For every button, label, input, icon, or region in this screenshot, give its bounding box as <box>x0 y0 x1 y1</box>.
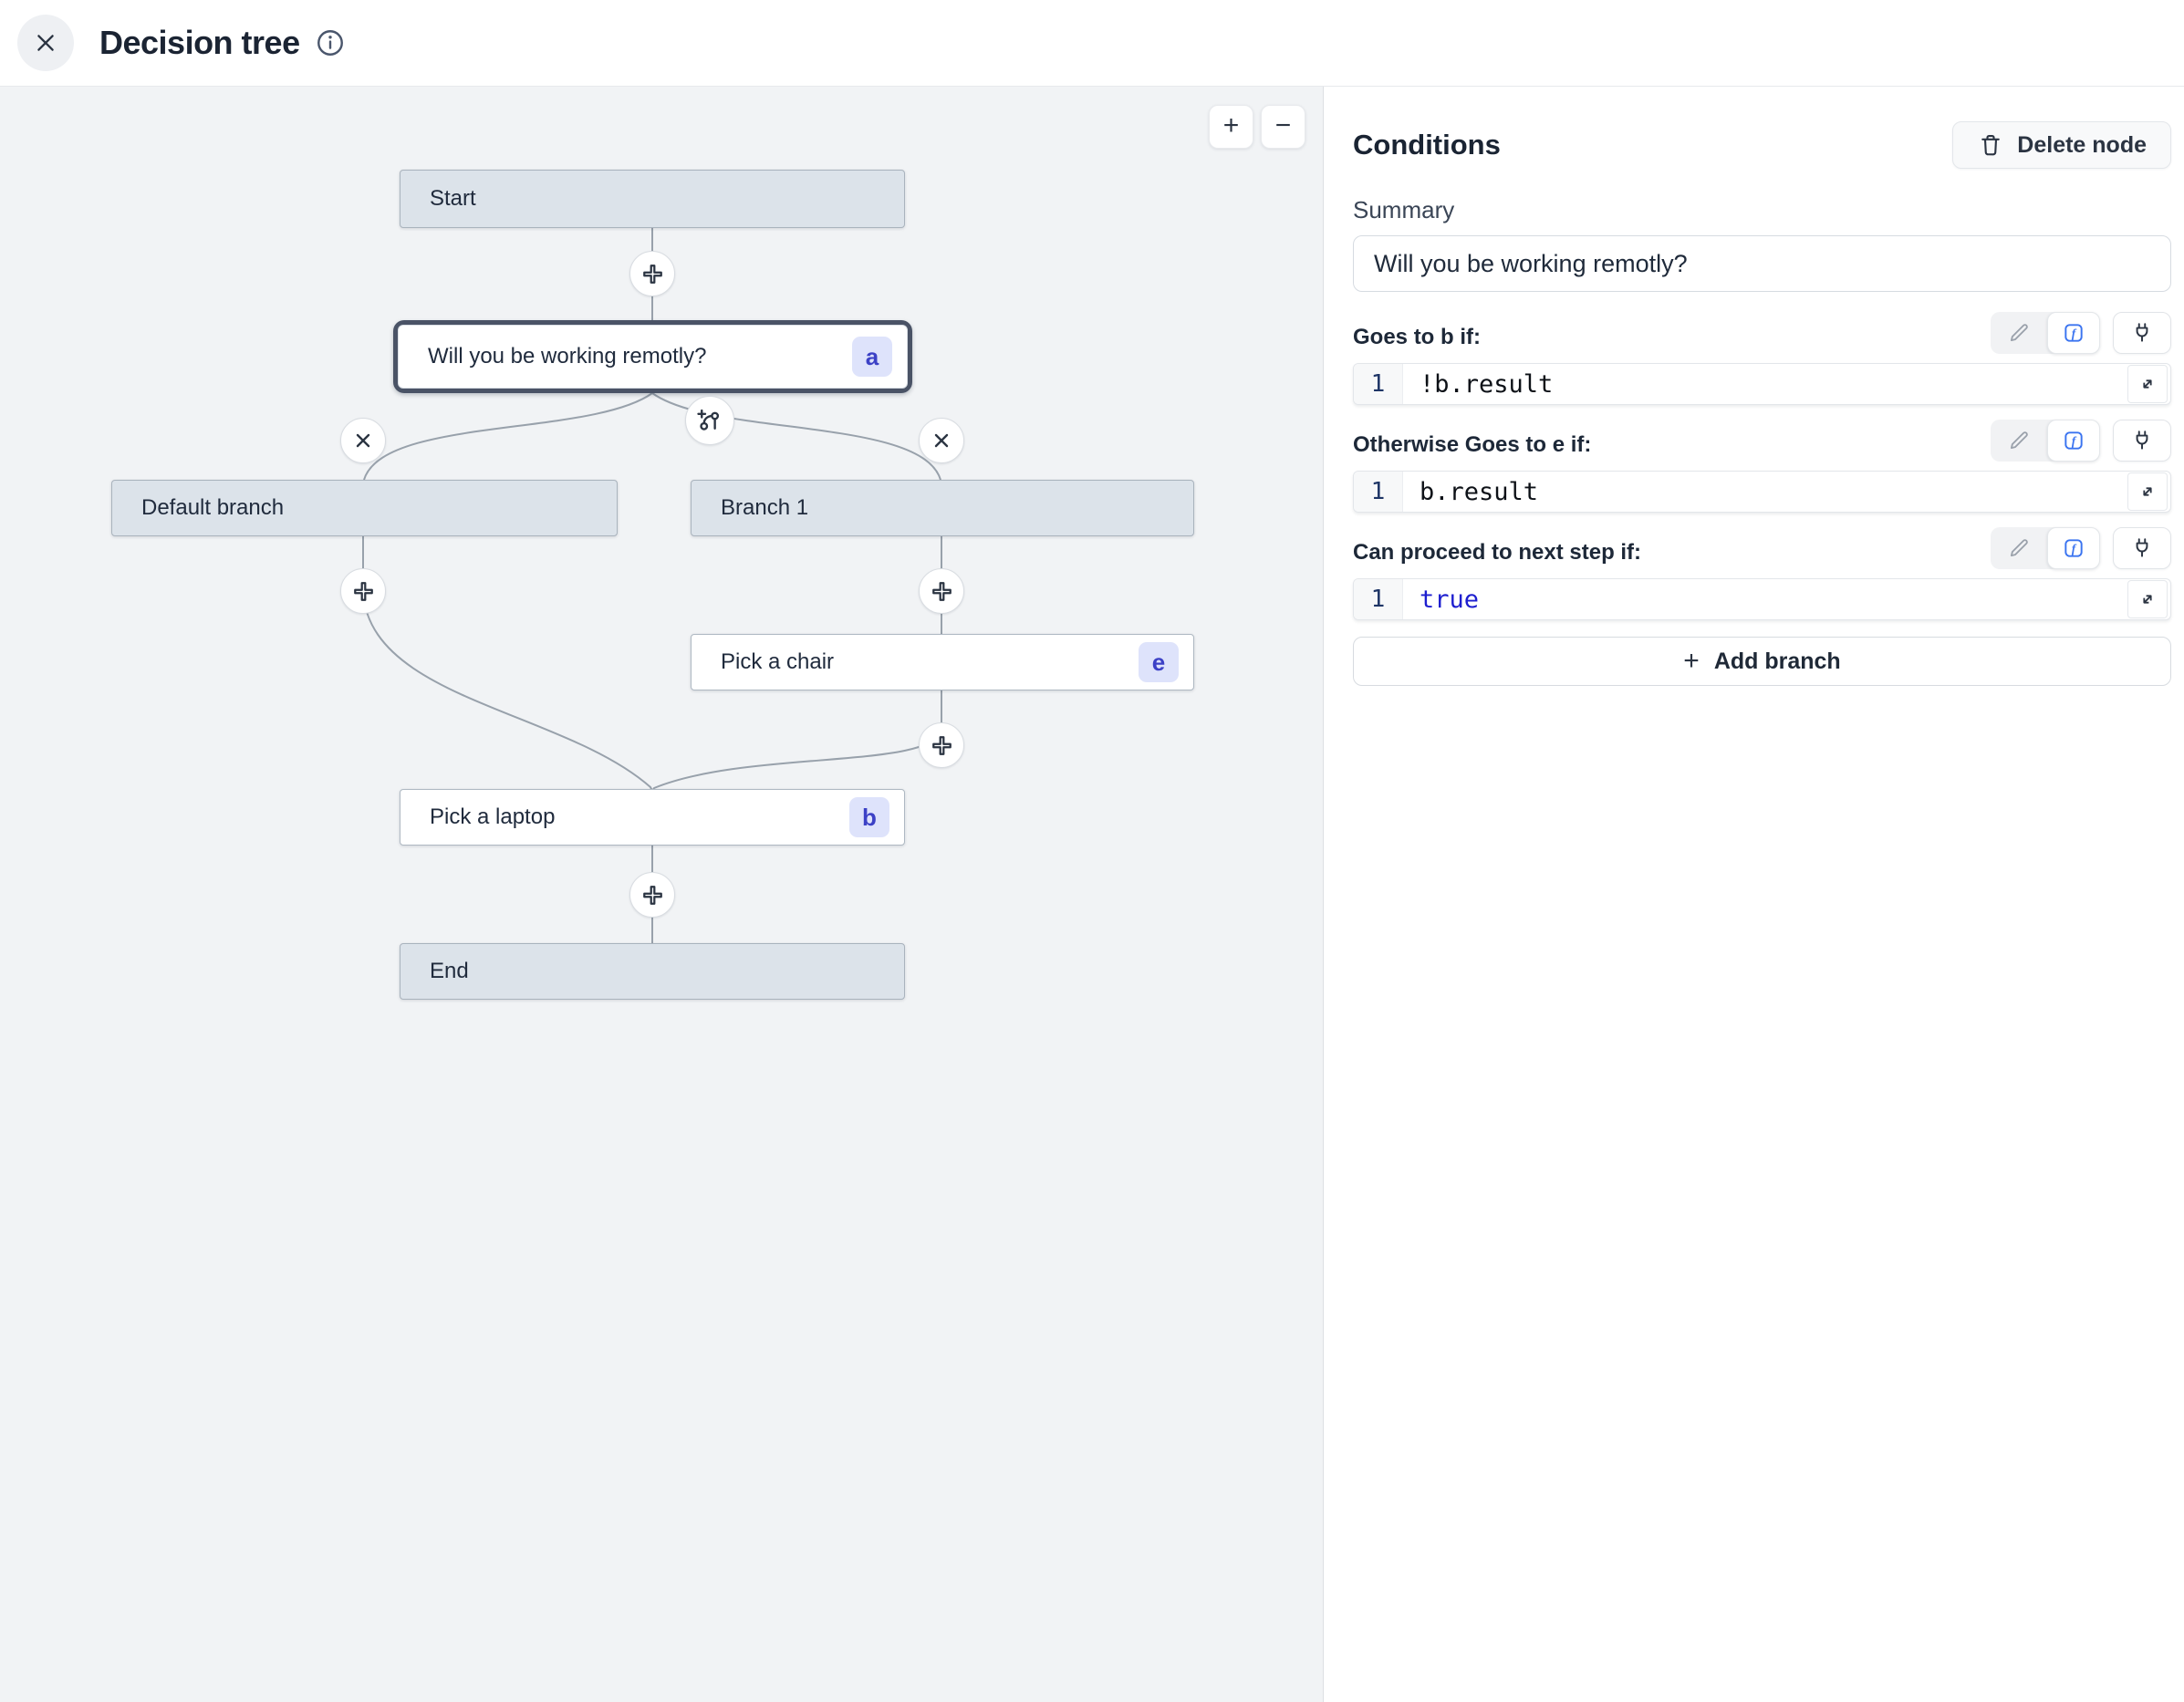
text-mode-button[interactable] <box>1991 429 2047 452</box>
code-editor[interactable]: 1 b.result <box>1353 471 2171 513</box>
conditions-panel: Conditions Delete node Summary Goes to b… <box>1324 87 2184 1702</box>
code-value[interactable]: !b.result <box>1403 364 1553 404</box>
node-end[interactable]: End <box>400 943 905 1000</box>
line-number: 1 <box>1354 364 1403 404</box>
zoom-in-button[interactable]: + <box>1209 105 1253 149</box>
expand-icon <box>2137 589 2158 609</box>
fx-icon: f <box>2062 536 2085 560</box>
add-node-button[interactable] <box>919 568 964 614</box>
svg-text:f: f <box>2072 327 2077 340</box>
trash-icon <box>1977 131 2004 159</box>
node-default-branch[interactable]: Default branch <box>111 480 618 536</box>
page-title: Decision tree <box>99 24 300 62</box>
node-label: Start <box>400 186 476 212</box>
x-icon <box>931 430 952 451</box>
condition-block: Can proceed to next step if: f <box>1353 527 2171 620</box>
add-node-button[interactable] <box>340 568 386 614</box>
node-id-badge: a <box>852 337 892 377</box>
pencil-icon <box>2007 429 2031 452</box>
panel-title: Conditions <box>1353 129 1501 161</box>
plug-icon <box>2130 536 2154 560</box>
branch-plus-icon <box>696 407 723 434</box>
pencil-icon <box>2007 321 2031 345</box>
connect-source-button[interactable] <box>2113 527 2171 569</box>
condition-label: Otherwise Goes to e if: <box>1353 432 1591 462</box>
plus-icon <box>640 262 665 286</box>
zoom-out-button[interactable]: − <box>1261 105 1305 149</box>
node-label: Will you be working remotly? <box>399 344 706 369</box>
svg-text:f: f <box>2072 434 2077 448</box>
condition-label: Goes to b if: <box>1353 325 1481 354</box>
node-label: Branch 1 <box>692 495 808 521</box>
node-branch-1[interactable]: Branch 1 <box>691 480 1194 536</box>
text-mode-button[interactable] <box>1991 321 2047 345</box>
close-button[interactable] <box>17 15 74 71</box>
expand-editor-button[interactable] <box>2127 580 2168 618</box>
node-pick-laptop[interactable]: Pick a laptop b <box>400 789 905 846</box>
node-id-badge: b <box>849 797 889 837</box>
svg-text:f: f <box>2072 542 2077 555</box>
code-value[interactable]: b.result <box>1403 472 1538 512</box>
node-pick-chair[interactable]: Pick a chair e <box>691 634 1194 690</box>
fx-mode-button[interactable]: f <box>2047 527 2100 569</box>
plug-icon <box>2130 429 2154 452</box>
expand-icon <box>2137 482 2158 502</box>
expand-editor-button[interactable] <box>2127 472 2168 511</box>
info-icon[interactable] <box>315 27 346 58</box>
add-node-button[interactable] <box>919 722 964 768</box>
line-number: 1 <box>1354 472 1403 512</box>
node-label: Pick a chair <box>692 649 834 675</box>
node-label: End <box>400 959 469 984</box>
node-id-badge: e <box>1139 642 1179 682</box>
condition-label: Can proceed to next step if: <box>1353 540 1641 569</box>
node-start[interactable]: Start <box>400 170 905 228</box>
plus-icon <box>640 883 665 908</box>
code-editor[interactable]: 1 true <box>1353 578 2171 620</box>
delete-branch-button-right[interactable] <box>919 418 964 463</box>
node-question-selected[interactable]: Will you be working remotly? a <box>393 320 912 393</box>
add-node-button[interactable] <box>629 251 675 296</box>
node-label: Pick a laptop <box>400 804 555 830</box>
connect-source-button[interactable] <box>2113 420 2171 462</box>
condition-block: Goes to b if: f <box>1353 312 2171 405</box>
code-editor[interactable]: 1 !b.result <box>1353 363 2171 405</box>
delete-node-label: Delete node <box>2017 132 2147 159</box>
node-label: Default branch <box>112 495 284 521</box>
fx-icon: f <box>2062 429 2085 452</box>
add-branch-label: Add branch <box>1714 649 1841 675</box>
plus-icon <box>930 733 954 758</box>
expand-editor-button[interactable] <box>2127 365 2168 403</box>
plus-icon <box>930 579 954 604</box>
editor-mode-toggle: f <box>1991 312 2100 354</box>
editor-mode-toggle: f <box>1991 527 2100 569</box>
summary-input[interactable] <box>1353 235 2171 292</box>
add-branch-connector-button[interactable] <box>685 396 734 445</box>
plug-icon <box>2130 321 2154 345</box>
add-branch-button[interactable]: + Add branch <box>1353 637 2171 686</box>
pencil-icon <box>2007 536 2031 560</box>
delete-node-button[interactable]: Delete node <box>1952 121 2171 169</box>
editor-mode-toggle: f <box>1991 420 2100 462</box>
fx-mode-button[interactable]: f <box>2047 420 2100 462</box>
close-icon <box>34 31 57 55</box>
zoom-controls: + − <box>1209 105 1305 149</box>
expand-icon <box>2137 374 2158 394</box>
plus-icon: + <box>1683 646 1700 677</box>
summary-label: Summary <box>1353 196 2171 224</box>
app-header: Decision tree <box>0 0 2184 87</box>
plus-icon <box>351 579 376 604</box>
flow-canvas[interactable]: Start Will you be working remotly? a Def… <box>0 87 1324 1702</box>
connect-source-button[interactable] <box>2113 312 2171 354</box>
add-node-button[interactable] <box>629 872 675 918</box>
condition-block: Otherwise Goes to e if: f <box>1353 420 2171 513</box>
fx-icon: f <box>2062 321 2085 345</box>
line-number: 1 <box>1354 579 1403 619</box>
text-mode-button[interactable] <box>1991 536 2047 560</box>
x-icon <box>352 430 374 451</box>
code-value[interactable]: true <box>1403 579 1479 619</box>
fx-mode-button[interactable]: f <box>2047 312 2100 354</box>
delete-branch-button-left[interactable] <box>340 418 386 463</box>
